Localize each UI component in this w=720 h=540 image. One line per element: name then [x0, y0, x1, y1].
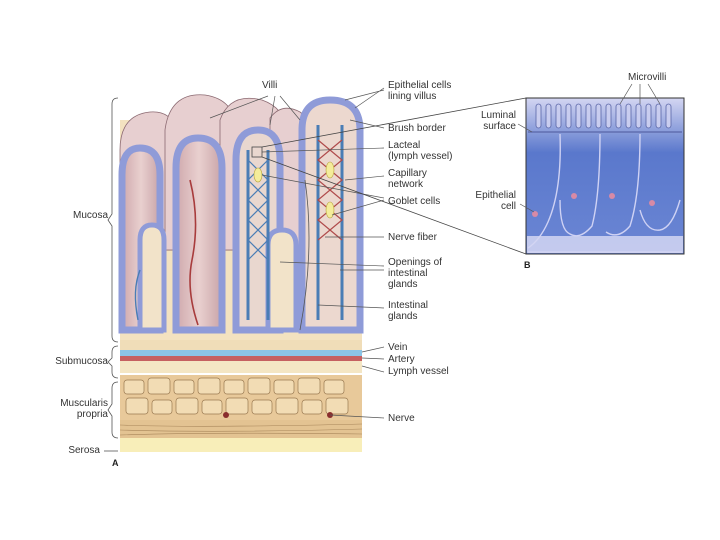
- label-vein: Vein: [388, 342, 408, 353]
- panel-a-illustration: [104, 87, 527, 452]
- leader-lines: [209, 87, 385, 419]
- panel-b-leaders: [517, 83, 661, 213]
- label-goblet-cells: Goblet cells: [388, 196, 441, 207]
- label-capillary-network: Capillary network: [388, 168, 427, 190]
- label-mucosa: Mucosa: [72, 210, 108, 221]
- label-brush-border: Brush border: [388, 123, 446, 134]
- panel-b-letter: B: [524, 260, 531, 270]
- muscularis-layer: [120, 375, 362, 420]
- artery-band: [120, 356, 362, 361]
- label-microvilli: Microvilli: [628, 72, 667, 83]
- label-openings-intestinal-glands: Openings of intestinal glands: [388, 257, 442, 290]
- serosa-layer: [120, 438, 362, 452]
- longitudinal-muscle: [120, 420, 362, 438]
- label-nerve-fiber: Nerve fiber: [388, 232, 437, 243]
- vein-band: [120, 350, 362, 356]
- lacteal-capillary: [134, 125, 344, 331]
- panel-a-letter: A: [112, 458, 119, 468]
- label-epithelial-cells-lining-villus: Epithelial cells lining villus: [388, 80, 452, 102]
- submucosa-band: [120, 340, 362, 350]
- label-lymph-vessel: Lymph vessel: [388, 366, 449, 377]
- microvilli: [535, 103, 672, 129]
- label-submucosa: Submucosa: [55, 356, 108, 367]
- nuclei: [532, 193, 655, 217]
- label-epithelial-cell: Epithelial cell: [475, 190, 516, 212]
- label-villi: Villi: [262, 80, 278, 91]
- goblet-cells: [253, 161, 335, 219]
- left-braces: [104, 97, 119, 452]
- lymph-band: [120, 361, 362, 373]
- zoom-connector: [251, 97, 527, 255]
- label-nerve: Nerve: [388, 413, 415, 424]
- label-luminal-surface: Luminal surface: [480, 110, 516, 132]
- panel-b-illustration: [517, 83, 685, 255]
- label-intestinal-glands: Intestinal glands: [388, 300, 429, 322]
- label-serosa: Serosa: [68, 445, 100, 456]
- label-muscularis-propria: Muscularis propria: [60, 398, 108, 420]
- label-artery: Artery: [388, 354, 415, 365]
- label-lacteal: Lacteal (lymph vessel): [388, 140, 453, 162]
